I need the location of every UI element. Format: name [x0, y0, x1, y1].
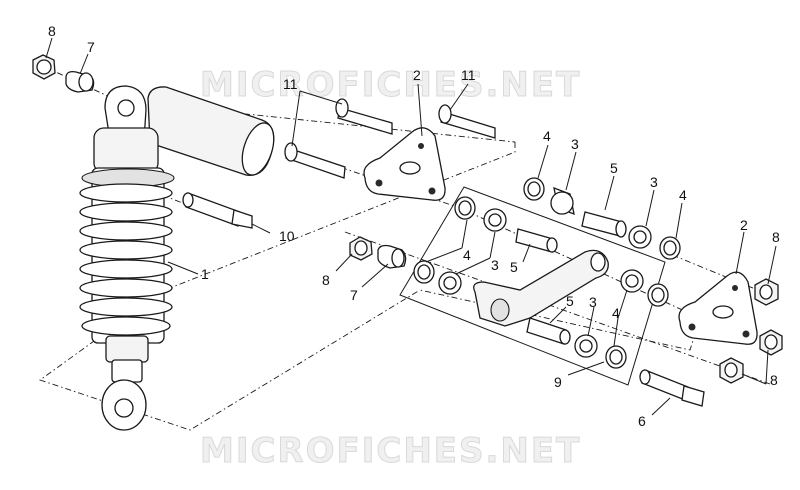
callout-5-box-lower: 5 [566, 293, 574, 309]
callout-8-right-bottom: 8 [770, 372, 778, 388]
callout-11-right: 11 [461, 67, 476, 83]
leader-lines [45, 37, 777, 416]
seal-4-upper-b [659, 236, 681, 260]
callout-labels: 8 7 11 2 11 4 3 5 3 4 10 1 8 7 4 3 5 5 3… [48, 23, 780, 429]
seal-4-box-right [647, 283, 669, 307]
link-arm [473, 249, 609, 327]
bolt-11-right [438, 104, 496, 139]
callout-3-box: 3 [491, 257, 499, 273]
callout-9: 9 [554, 374, 562, 390]
callout-2-right: 2 [740, 217, 748, 233]
coil-spring [79, 167, 175, 344]
bushing-kit-outline [399, 186, 666, 386]
callout-3-top: 3 [571, 136, 579, 152]
watermark-bottom: MICROFICHES.NET [200, 431, 581, 471]
callout-2-top: 2 [413, 67, 421, 83]
nut-8-middle [349, 236, 373, 261]
callout-8-middle: 8 [322, 272, 330, 288]
callout-7-middle: 7 [350, 287, 358, 303]
callout-4-top-right: 4 [679, 187, 687, 203]
callout-1: 1 [201, 266, 209, 282]
rocker-plate-2-left [363, 127, 446, 201]
callout-8-right-top: 8 [772, 229, 780, 245]
callout-6: 6 [638, 413, 646, 429]
bushing-3-box-upper [483, 208, 507, 232]
seal-4-box-lower [413, 260, 435, 284]
nut-8-right-bottom [719, 357, 744, 384]
nut-8-top-left [32, 54, 56, 80]
callout-4-top: 4 [543, 128, 551, 144]
callout-8-top-left: 8 [48, 23, 56, 39]
nut-8-right-top [754, 278, 779, 306]
callout-10: 10 [279, 228, 295, 244]
pin-10 [182, 192, 253, 229]
bushing-3-upper-b [628, 225, 652, 249]
callout-5-box: 5 [510, 259, 518, 275]
rocker-plate-2-right [678, 271, 758, 345]
seal-4-upper-a [523, 177, 545, 201]
callout-4-box: 4 [463, 247, 471, 263]
seal-4-box-lower-right [605, 345, 627, 369]
callout-3-top-right: 3 [650, 174, 658, 190]
bushing-7-top-left [65, 70, 95, 93]
bushing-3-box-right-a [620, 269, 644, 293]
callout-7-top-left: 7 [87, 39, 95, 55]
bolt-11-lower [284, 142, 346, 179]
pin-6 [639, 369, 705, 407]
spacer-5-box-lower [526, 317, 571, 345]
seal-4-box-upper [454, 196, 476, 220]
bushing-7-middle [377, 244, 407, 269]
callout-4-box-lower: 4 [612, 305, 620, 321]
callout-11-left: 11 [283, 76, 298, 92]
bushing-3-box-lower-right [574, 334, 598, 358]
callout-3-box-lower: 3 [589, 294, 597, 310]
bushing-3-upper-a [550, 186, 575, 216]
watermark-top: MICROFICHES.NET [200, 65, 581, 105]
shock-absorber [79, 85, 275, 431]
spacer-5-box-upper [515, 228, 558, 253]
callout-5-top: 5 [610, 160, 618, 176]
nut-8-right-middle [759, 329, 783, 356]
bushing-3-box-lower [438, 271, 462, 295]
spacer-5-upper [581, 211, 627, 238]
